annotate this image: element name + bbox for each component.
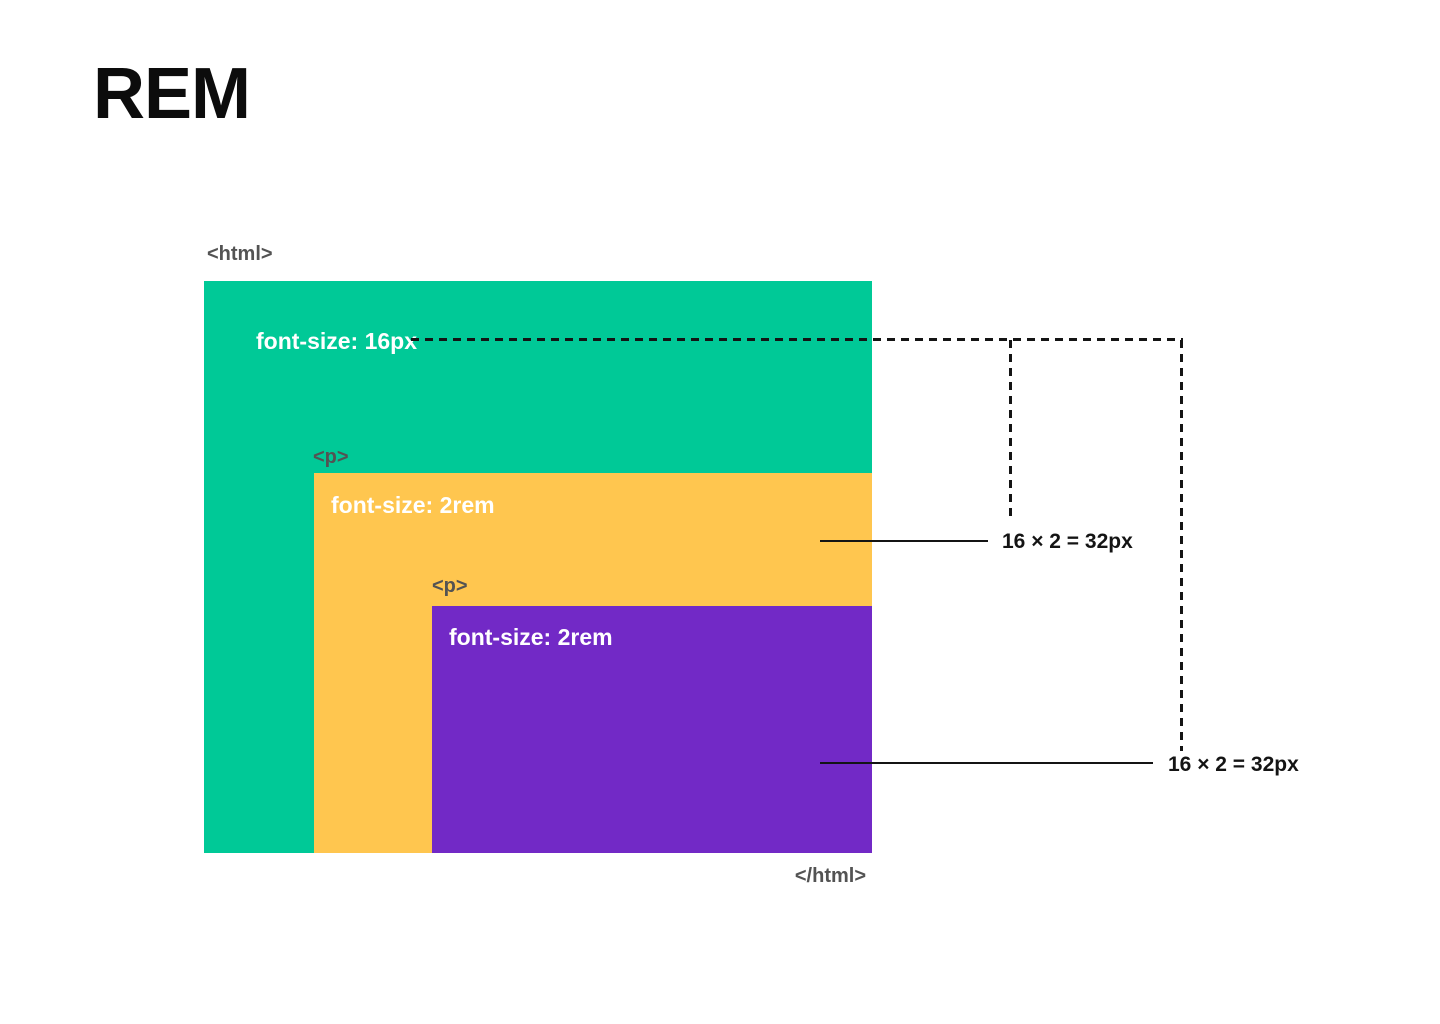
calculation-annotation-1: 16 × 2 = 32px <box>1002 530 1133 553</box>
html-close-tag-label: </html> <box>794 865 866 887</box>
p-outer-tag-label: <p> <box>313 446 349 468</box>
leader-line-outer-p <box>820 540 988 542</box>
p-inner-font-size-label: font-size: 2rem <box>449 624 613 650</box>
leader-line-inner-p <box>820 762 1153 764</box>
dashed-connector-vertical-1 <box>1009 340 1012 518</box>
html-font-size-label: font-size: 16px <box>256 328 418 354</box>
p-box-inner <box>432 606 872 853</box>
p-inner-tag-label: <p> <box>432 575 468 597</box>
html-open-tag-label: <html> <box>207 243 273 265</box>
p-outer-font-size-label: font-size: 2rem <box>331 492 495 518</box>
dashed-connector-vertical-2 <box>1180 340 1183 751</box>
dashed-connector-horizontal <box>411 338 1183 341</box>
calculation-annotation-2: 16 × 2 = 32px <box>1168 753 1299 776</box>
page-title: REM <box>93 54 251 134</box>
